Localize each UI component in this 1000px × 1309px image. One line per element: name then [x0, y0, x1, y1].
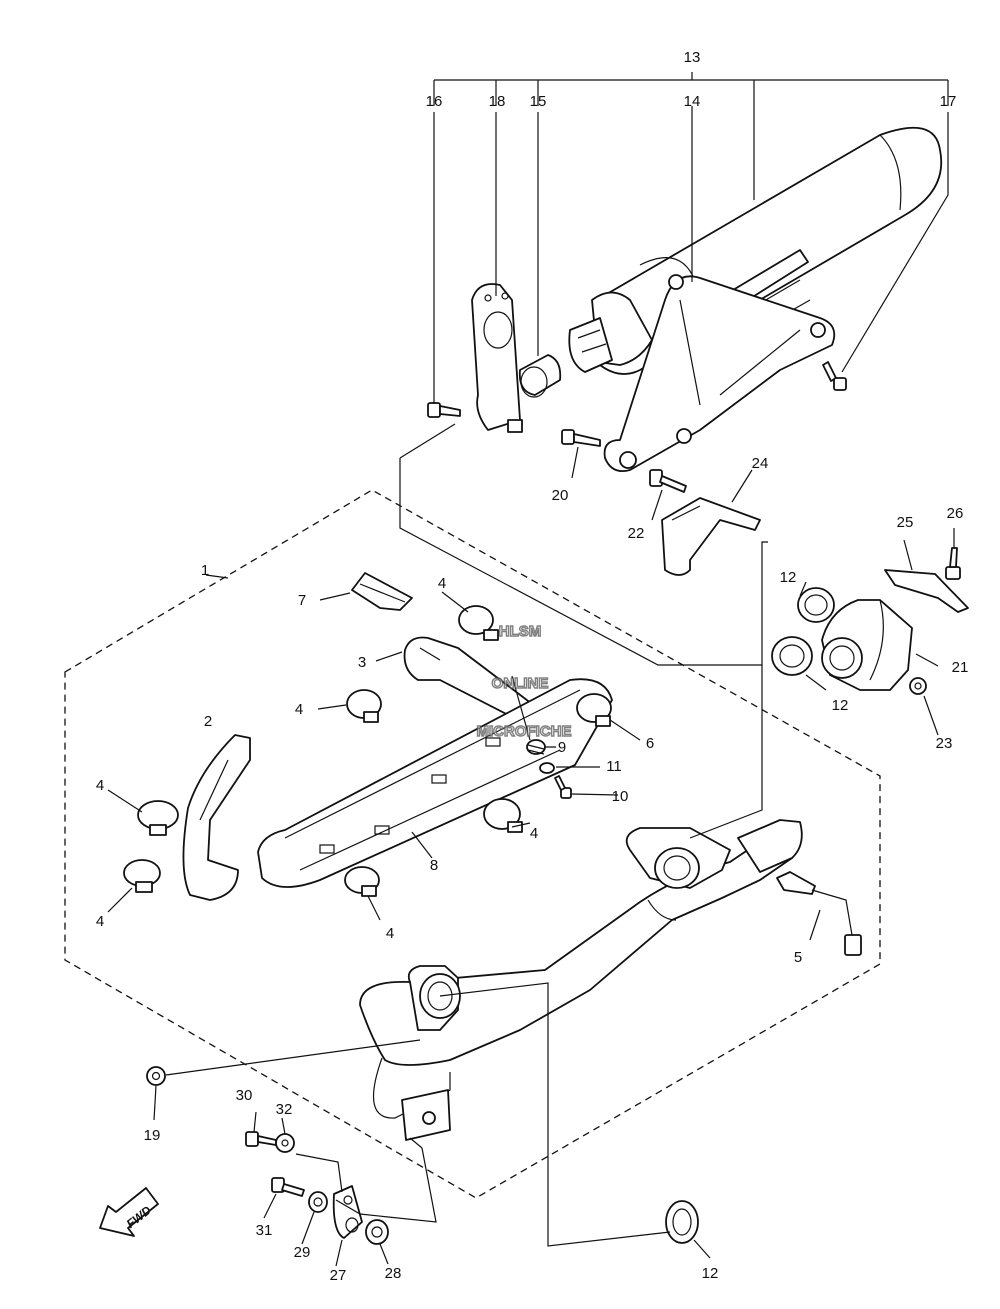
callout-11: 11 — [606, 758, 622, 775]
protector-8 — [257, 678, 613, 888]
callout-4-f: 4 — [386, 925, 394, 942]
gasket-12-middle — [771, 636, 813, 676]
callout-13: 13 — [684, 49, 701, 66]
gasket-12-upper — [797, 587, 835, 623]
damper-28 — [365, 1219, 389, 1245]
watermark-line-3: MICROFICHE — [477, 723, 572, 740]
gasket-15 — [518, 354, 562, 398]
washer-32 — [275, 1133, 295, 1153]
callout-9: 9 — [558, 739, 566, 756]
callout-14: 14 — [684, 93, 701, 110]
callout-4-b: 4 — [96, 913, 104, 930]
bracket-27 — [332, 1185, 363, 1239]
collar-29 — [308, 1191, 328, 1213]
callout-6: 6 — [646, 735, 654, 752]
bolt-17 — [822, 361, 847, 391]
clamp-6 — [576, 693, 612, 727]
clamp-4-c — [346, 689, 382, 723]
bracket-14 — [603, 274, 836, 473]
protector-2 — [182, 734, 251, 901]
assembly-boundary-1 — [64, 489, 881, 1199]
callout-26: 26 — [947, 505, 964, 522]
exhaust-pipe — [359, 819, 803, 1141]
callout-17: 17 — [940, 93, 957, 110]
heat-guard-24 — [661, 497, 761, 576]
nut-19 — [146, 1066, 166, 1086]
callout-12-lower: 12 — [702, 1265, 719, 1282]
callout-20: 20 — [552, 487, 569, 504]
watermark-line-2: ONLINE — [492, 675, 549, 692]
callout-19: 19 — [144, 1127, 161, 1144]
callout-3: 3 — [358, 654, 366, 671]
bolt-20 — [561, 429, 601, 447]
screw-10 — [554, 775, 572, 799]
bolt-16 — [427, 402, 461, 418]
callout-1: 1 — [201, 562, 209, 579]
protector-7 — [351, 572, 413, 611]
nut-23 — [909, 677, 927, 695]
clamp-4-b — [123, 859, 161, 893]
callout-2: 2 — [204, 713, 212, 730]
joint-21 — [821, 599, 913, 691]
callout-24: 24 — [752, 455, 769, 472]
callout-28: 28 — [385, 1265, 402, 1282]
plate-25 — [884, 569, 969, 613]
callout-22: 22 — [628, 525, 645, 542]
callout-18: 18 — [489, 93, 506, 110]
callout-27: 27 — [330, 1267, 347, 1284]
spring-9 — [526, 739, 546, 755]
sensor-5 — [776, 871, 862, 956]
clamp-4-f — [344, 866, 380, 897]
callout-8: 8 — [430, 857, 438, 874]
callout-16: 16 — [426, 93, 443, 110]
clamp-4-a — [137, 800, 179, 836]
callout-32: 32 — [276, 1101, 293, 1118]
callout-21: 21 — [952, 659, 969, 676]
callout-labels: 13 16 18 15 14 17 20 22 24 25 26 12 21 1… — [96, 49, 969, 1284]
callout-4-a: 4 — [96, 777, 104, 794]
callout-30: 30 — [236, 1087, 253, 1104]
callout-31: 31 — [256, 1222, 273, 1239]
callout-25: 25 — [897, 514, 914, 531]
clamp-4-d — [458, 605, 499, 641]
clamp-4-e — [483, 798, 523, 833]
callout-12-middle: 12 — [832, 697, 849, 714]
leader-lines — [107, 72, 955, 1267]
callout-4-e: 4 — [530, 825, 538, 842]
bolt-31 — [271, 1177, 305, 1197]
callout-4-d: 4 — [438, 575, 446, 592]
callout-10: 10 — [612, 788, 629, 805]
bolt-30 — [245, 1131, 277, 1147]
bolt-26 — [945, 547, 961, 580]
clamp-18 — [471, 283, 523, 433]
callout-5: 5 — [794, 949, 802, 966]
fwd-arrow-icon: FWD — [99, 1187, 159, 1237]
callout-23: 23 — [936, 735, 953, 752]
washer-11 — [539, 762, 555, 774]
bolt-22 — [649, 469, 687, 493]
watermark: HLSM ONLINE MICROFICHE — [476, 622, 572, 740]
callout-4-c: 4 — [295, 701, 303, 718]
watermark-line-1: HLSM — [499, 623, 542, 640]
gasket-12-lower — [665, 1200, 699, 1244]
callout-29: 29 — [294, 1244, 311, 1261]
callout-7: 7 — [298, 592, 306, 609]
callout-15: 15 — [530, 93, 547, 110]
callout-12-upper: 12 — [780, 569, 797, 586]
